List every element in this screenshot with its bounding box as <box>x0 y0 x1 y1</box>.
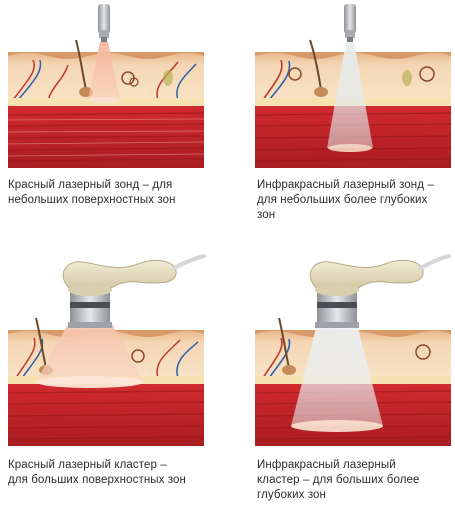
caption-line: Инфракрасный лазерный <box>257 459 396 471</box>
caption-line: Красный лазерный кластер – <box>8 459 167 471</box>
caption-line: для больших поверхностных зон <box>8 474 186 486</box>
caption-red-cluster: Красный лазерный кластер – для больших п… <box>8 458 186 488</box>
caption-line: для небольших более глубоких <box>257 194 428 206</box>
red-laser-probe-icon <box>8 4 204 168</box>
caption-line: Красный лазерный зонд – для <box>8 179 173 191</box>
caption-ir-cluster: Инфракрасный лазерный кластер – для боль… <box>257 458 420 503</box>
panel-red-cluster <box>8 244 208 449</box>
panel-ir-cluster <box>255 244 451 449</box>
infrared-laser-cluster-icon <box>255 254 451 446</box>
caption-line: кластер – для больших более <box>257 474 420 486</box>
caption-line: зон <box>257 209 276 221</box>
infrared-laser-probe-icon <box>255 4 451 168</box>
panel-ir-probe <box>255 0 451 170</box>
red-laser-cluster-icon <box>8 254 206 446</box>
caption-red-probe: Красный лазерный зонд – для небольших по… <box>8 178 176 208</box>
caption-line: Инфракрасный лазерный зонд – <box>257 179 434 191</box>
caption-line: глубоких зон <box>257 489 327 501</box>
caption-ir-probe: Инфракрасный лазерный зонд – для небольш… <box>257 178 434 223</box>
caption-line: небольших поверхностных зон <box>8 194 176 206</box>
panel-red-probe <box>8 0 204 170</box>
